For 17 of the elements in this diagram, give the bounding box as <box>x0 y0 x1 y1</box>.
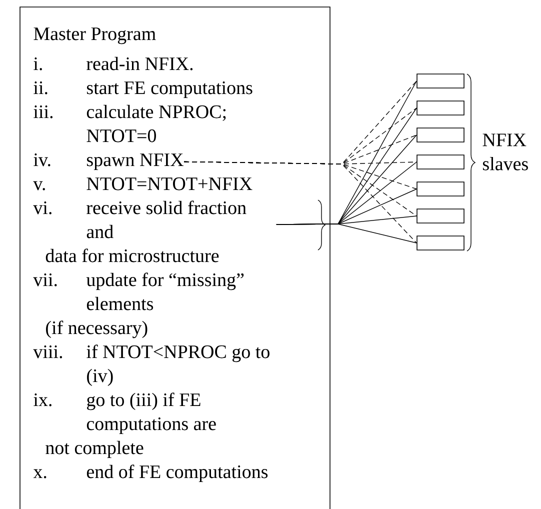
program-step: ii. start FE computations <box>34 81 252 98</box>
program-step: viii. if NTOT<NPROC go to (iv) <box>33 344 270 386</box>
program-step: v. NTOT=NTOT+NFIX <box>33 177 252 190</box>
slave-box <box>416 182 464 196</box>
slave-box <box>416 128 464 142</box>
program-step: iv. spawn NFIX <box>34 153 184 170</box>
slave-box <box>416 154 464 170</box>
group-label: NFIX slaves <box>482 134 528 170</box>
program-step: vii. update for “missing” elements (if necessary) <box>33 272 244 338</box>
program-step: i. read-in NFIX. <box>34 56 193 70</box>
slave-box <box>416 236 464 250</box>
slave-box <box>416 74 464 88</box>
slave-box <box>416 100 464 116</box>
connector-line <box>184 161 417 244</box>
connector-line <box>276 224 417 244</box>
program-step: x. end of FE computations <box>33 464 268 482</box>
slave-box <box>416 208 464 224</box>
